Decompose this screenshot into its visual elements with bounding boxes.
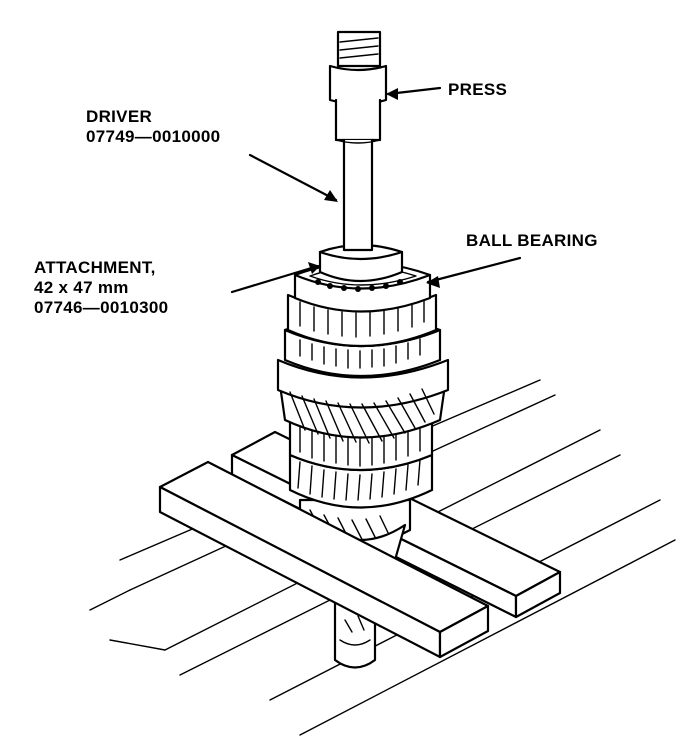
driver-label: DRIVER 07749—0010000	[86, 107, 220, 147]
attachment-label: ATTACHMENT, 42 x 47 mm 07746—0010300	[34, 258, 168, 318]
press-label: PRESS	[448, 80, 508, 99]
attachment-label-name: ATTACHMENT,	[34, 258, 156, 277]
driver-label-part-number: 07749—0010000	[86, 127, 221, 146]
leader-lines	[230, 86, 522, 294]
driver-label-name: DRIVER	[86, 107, 153, 126]
attachment-label-part-number: 07746—0010300	[34, 298, 169, 317]
attachment-label-size: 42 x 47 mm	[34, 278, 129, 297]
driver-rod	[328, 30, 388, 252]
ball-bearing-label: BALL BEARING	[466, 231, 598, 250]
front-support-block	[158, 460, 490, 659]
